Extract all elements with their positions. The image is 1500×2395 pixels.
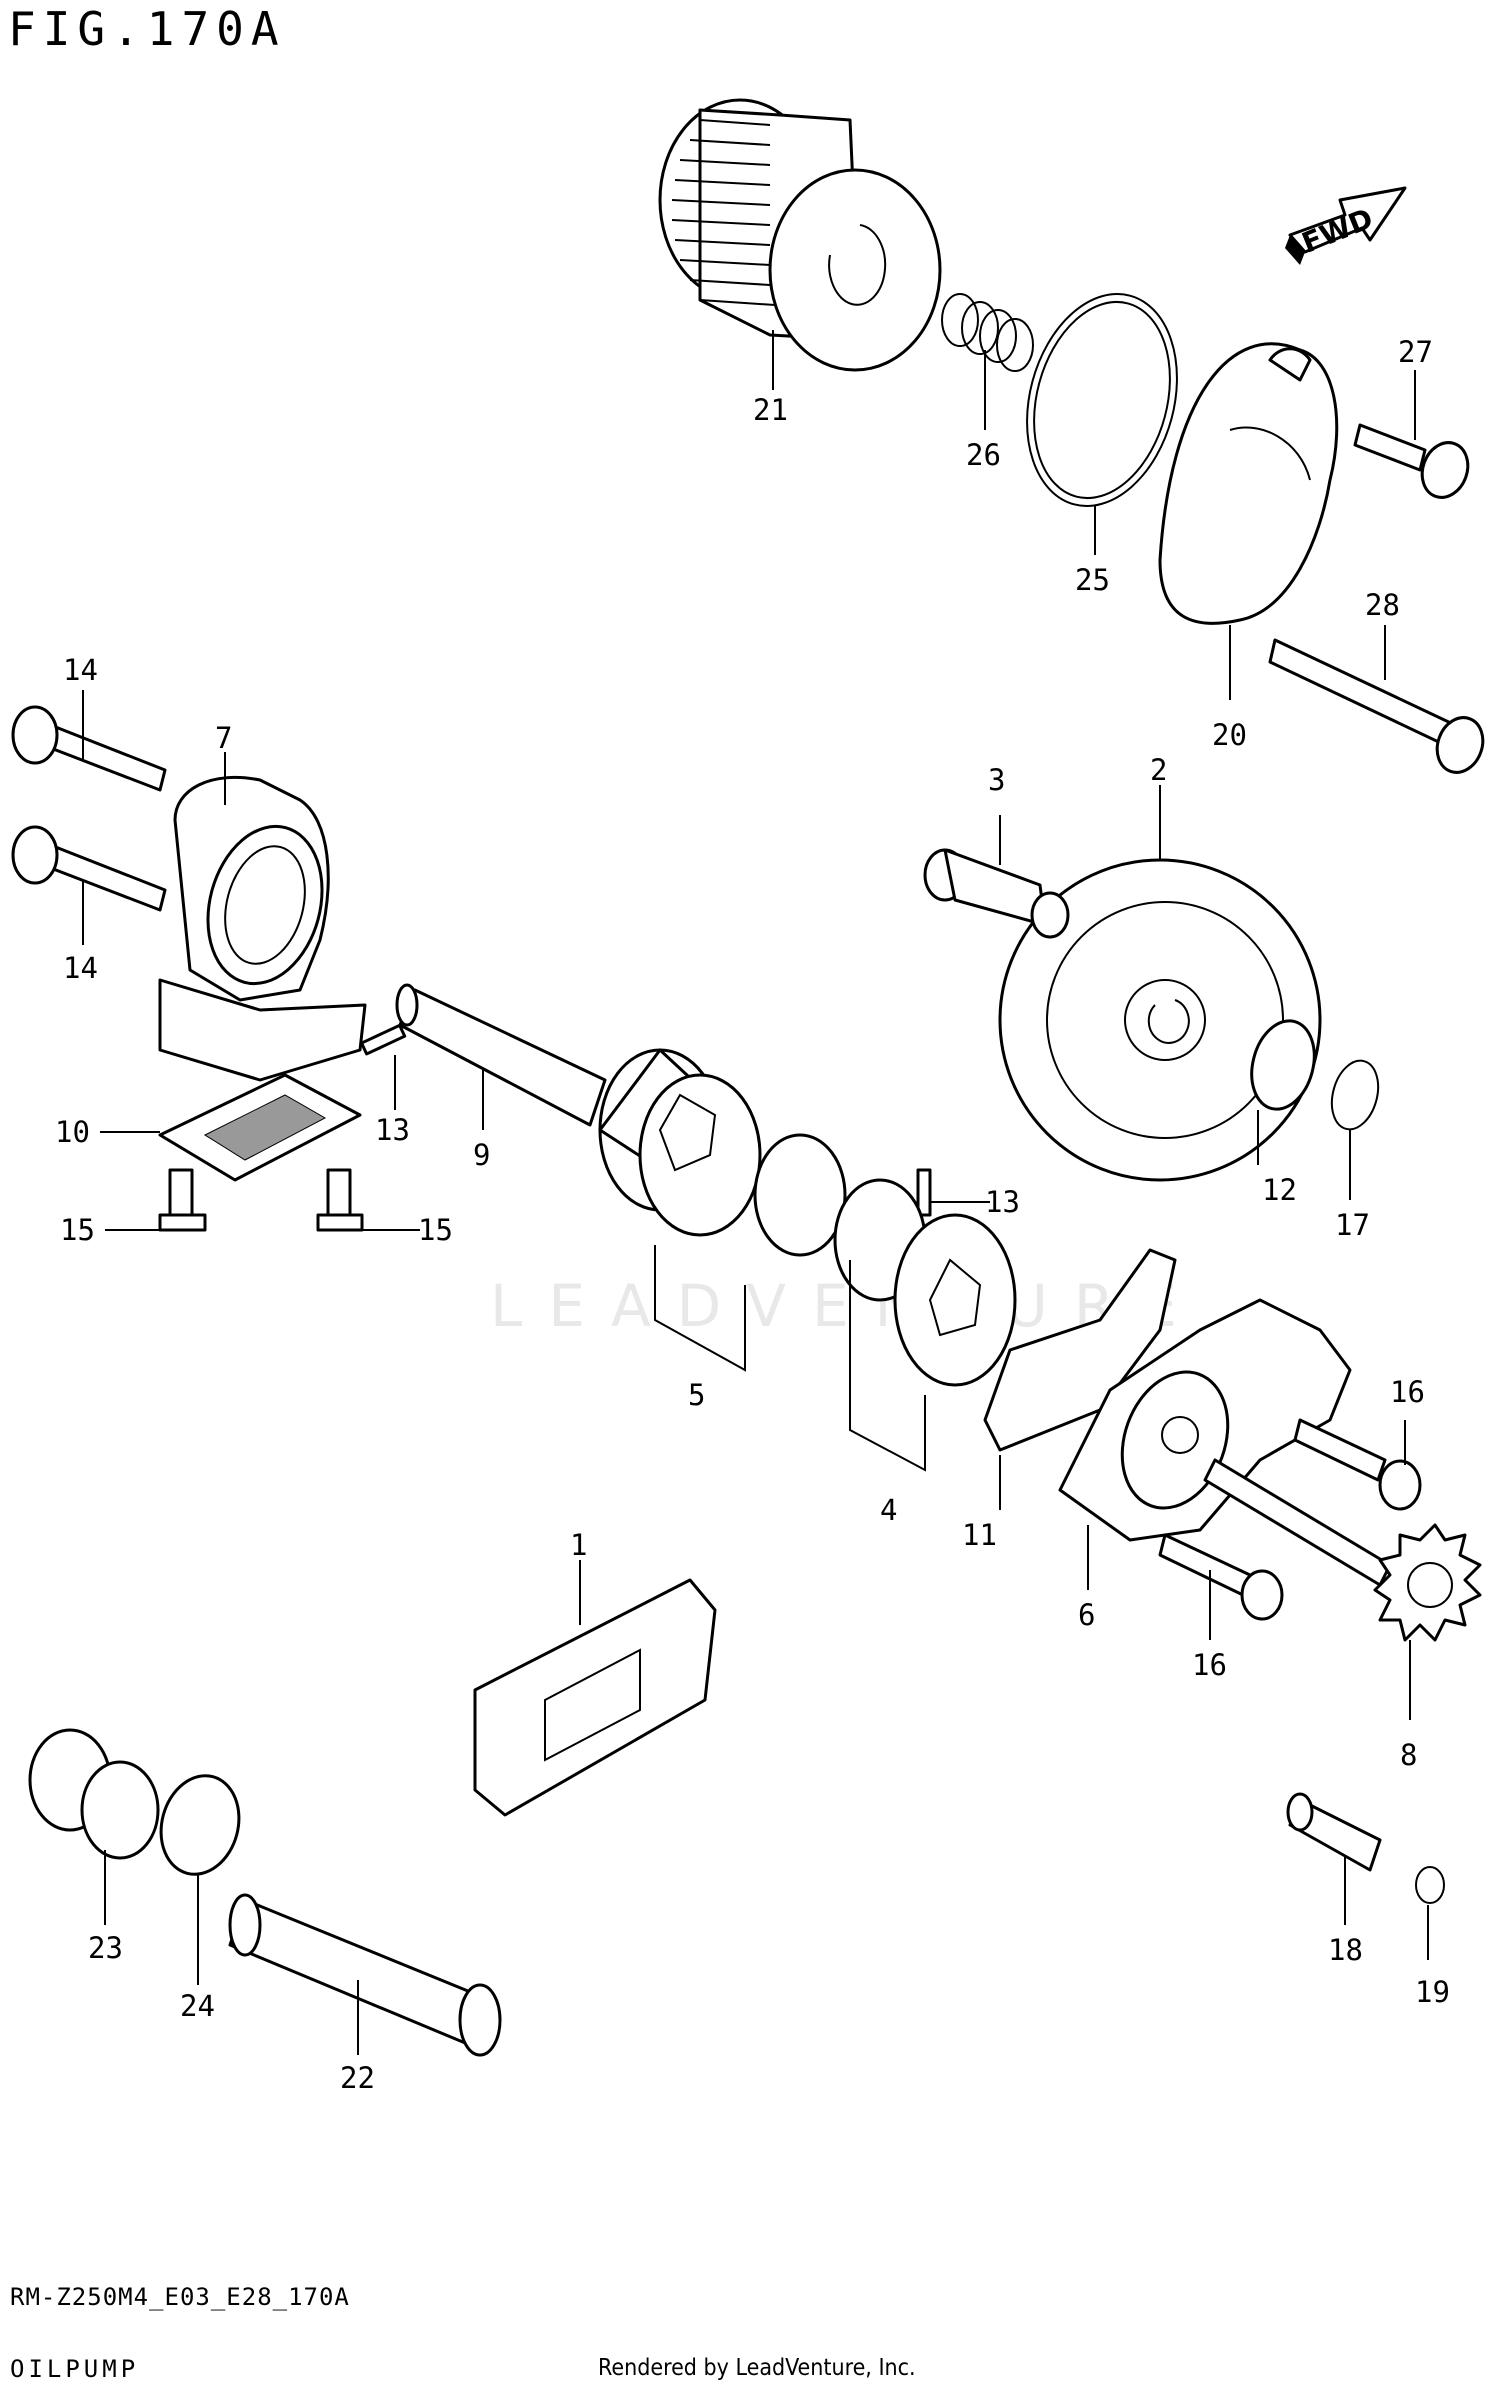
- model-code: RM-Z250M4_E03_E28_170A: [10, 2283, 350, 2311]
- screw-15-left-part: [158, 1168, 207, 1232]
- section-name: OILPUMP: [10, 2355, 140, 2383]
- callout-3: 3: [988, 763, 1005, 797]
- callout-28: 28: [1365, 588, 1400, 622]
- fwd-arrow-icon: FWD: [1285, 186, 1407, 265]
- circlip-17-part: [1330, 1059, 1380, 1131]
- callout-2: 2: [1150, 753, 1167, 787]
- callout-13-right: 13: [985, 1185, 1020, 1219]
- pump-drive-gear-part: [1203, 1458, 1482, 1642]
- pin-13-left-part: [360, 1023, 407, 1056]
- callout-19: 19: [1415, 1975, 1450, 2009]
- callout-1: 1: [570, 1528, 587, 1562]
- bolt-14-upper-part: [11, 705, 167, 792]
- bolt-28-part: [1268, 638, 1485, 774]
- pin-13-right-part: [916, 1168, 932, 1217]
- watermark: LEADVENTURE: [490, 1272, 1203, 1340]
- strainer-housing-part: [158, 775, 367, 1082]
- screw-15-right-part: [316, 1168, 364, 1232]
- callout-6: 6: [1078, 1598, 1095, 1632]
- fwd-label: FWD: [1297, 202, 1377, 260]
- drain-plug-part: [28, 1728, 160, 1860]
- callout-10: 10: [55, 1115, 90, 1149]
- shaft-part: [395, 983, 607, 1127]
- callout-4: 4: [880, 1493, 897, 1527]
- callout-26: 26: [966, 438, 1001, 472]
- spring-part: [941, 293, 1034, 372]
- callout-5: 5: [688, 1378, 705, 1412]
- callout-21: 21: [753, 393, 788, 427]
- callout-13-left: 13: [375, 1113, 410, 1147]
- screw-27-part: [1353, 423, 1470, 499]
- callout-24: 24: [180, 1989, 215, 2023]
- leader-lines: [82, 330, 1429, 2055]
- oil-jet-part: [1286, 1792, 1382, 1872]
- callout-16-lower: 16: [1192, 1648, 1227, 1682]
- cover-1-part: [473, 1578, 717, 1817]
- callout-27: 27: [1398, 335, 1433, 369]
- callout-20: 20: [1212, 718, 1247, 752]
- callout-23: 23: [88, 1931, 123, 1965]
- o-ring-19-part: [1415, 1866, 1445, 1904]
- callout-25: 25: [1075, 563, 1110, 597]
- callout-18: 18: [1328, 1933, 1363, 1967]
- bolt-16-lower-part: [1158, 1533, 1284, 1621]
- callout-12: 12: [1262, 1173, 1297, 1207]
- oil-screen-part: [228, 1893, 502, 2057]
- callout-15-left: 15: [60, 1213, 95, 1247]
- callout-16-upper: 16: [1390, 1375, 1425, 1409]
- rotor-set-5-part: [598, 1048, 847, 1257]
- filter-cap-part: [1158, 342, 1339, 625]
- callout-8: 8: [1400, 1738, 1417, 1772]
- o-ring-part: [1026, 293, 1178, 507]
- oil-filter-part: [658, 98, 942, 372]
- washer-24-part: [159, 1774, 241, 1876]
- washer-12-part: [1250, 1019, 1316, 1111]
- figure-title: FIG.170A: [8, 2, 286, 56]
- pump-body-part: [1058, 1298, 1352, 1542]
- rotor-set-4-part: [833, 1178, 1017, 1387]
- callout-22: 22: [340, 2061, 375, 2095]
- bolt-3-part: [923, 848, 1070, 939]
- callout-17: 17: [1335, 1208, 1370, 1242]
- gasket-part: [158, 1073, 362, 1182]
- callout-14-lower: 14: [63, 951, 98, 985]
- callout-14-upper: 14: [63, 653, 98, 687]
- pump-gasket-part: [983, 1248, 1177, 1452]
- callout-11: 11: [962, 1518, 997, 1552]
- callout-15-right: 15: [418, 1213, 453, 1247]
- callout-9: 9: [473, 1138, 490, 1172]
- bolt-14-lower-part: [11, 825, 167, 912]
- callout-7: 7: [215, 721, 232, 755]
- render-credit: Rendered by LeadVenture, Inc.: [598, 2355, 916, 2381]
- bolt-16-upper-part: [1293, 1418, 1422, 1511]
